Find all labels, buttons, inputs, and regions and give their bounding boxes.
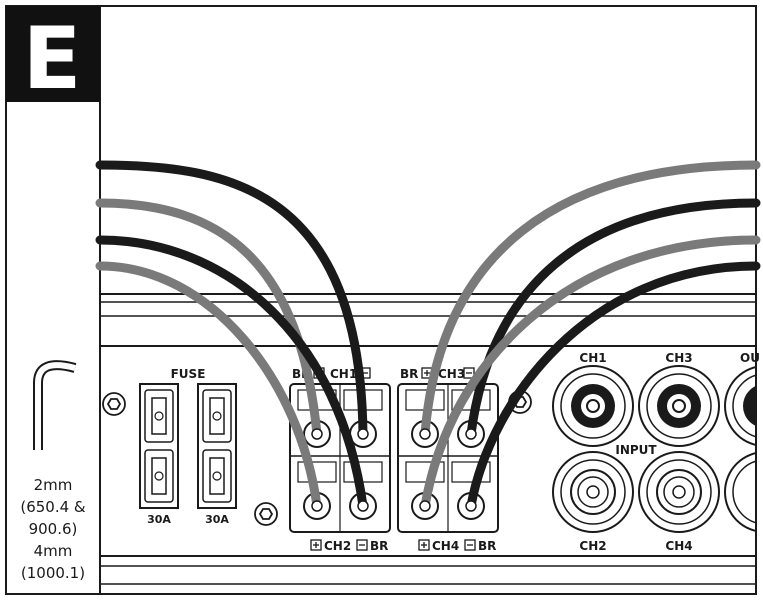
terminal-label-suffix: BR (478, 539, 496, 553)
fuse-holder (197, 383, 237, 509)
tool-spec-line: (650.4 & (20, 498, 86, 516)
wire-black (95, 235, 368, 511)
wire-gray (95, 198, 322, 439)
terminal-label-channel: CH3 (438, 367, 465, 381)
tool-spec-line: (1000.1) (21, 564, 85, 582)
tool-spec-line: 4mm (34, 542, 73, 560)
fuse-rating: 30A (205, 513, 229, 526)
terminal-label-prefix: BR (400, 367, 418, 381)
wire-black (466, 198, 761, 439)
step-letter: E (23, 9, 82, 109)
hex-screw-icon (258, 508, 274, 520)
wire-gray (95, 261, 322, 511)
wire-gray (420, 160, 761, 439)
fuse-title: FUSE (171, 367, 206, 381)
input-label: CH4 (665, 539, 692, 553)
tool-spec: 2mm (650.4 & 900.6) 4mm (1000.1) (20, 476, 86, 582)
minus-box-icon (463, 367, 475, 379)
input-label: OU (740, 351, 760, 365)
wire-black (466, 261, 761, 511)
input-label: CH2 (579, 539, 606, 553)
rca-jack-ch2 (552, 451, 634, 533)
rca-jack-ch4 (638, 451, 720, 533)
rca-jack-out-lower (724, 451, 763, 533)
terminal-label-channel: CH2 (324, 539, 351, 553)
speaker-wires (95, 160, 761, 511)
hex-screw-icon (106, 398, 122, 410)
rca-jack-ch3 (638, 365, 720, 447)
terminal-label-suffix: BR (370, 539, 388, 553)
hex-screw-icon (254, 502, 278, 526)
minus-box-icon (464, 539, 476, 551)
tool-spec-line: 2mm (34, 476, 73, 494)
input-label: CH3 (665, 351, 692, 365)
hex-screw-icon (102, 392, 126, 416)
wire-black (95, 160, 368, 439)
hex-screw-icons (102, 390, 532, 526)
fuse-holder (139, 383, 179, 509)
wire-gray (420, 235, 761, 511)
terminal-label-channel: CH4 (432, 539, 459, 553)
rca-jack-ch1 (552, 365, 634, 447)
terminal-label-channel: CH1 (330, 367, 357, 381)
plus-box-icon (310, 539, 322, 551)
input-title: INPUT (615, 443, 657, 457)
minus-box-icon (356, 539, 368, 551)
hex-key-icon (33, 360, 77, 450)
plus-box-icon (418, 539, 430, 551)
step-letter-box (6, 6, 100, 102)
fuse-rating: 30A (147, 513, 171, 526)
tool-spec-line: 900.6) (29, 520, 78, 538)
input-label: CH1 (579, 351, 606, 365)
